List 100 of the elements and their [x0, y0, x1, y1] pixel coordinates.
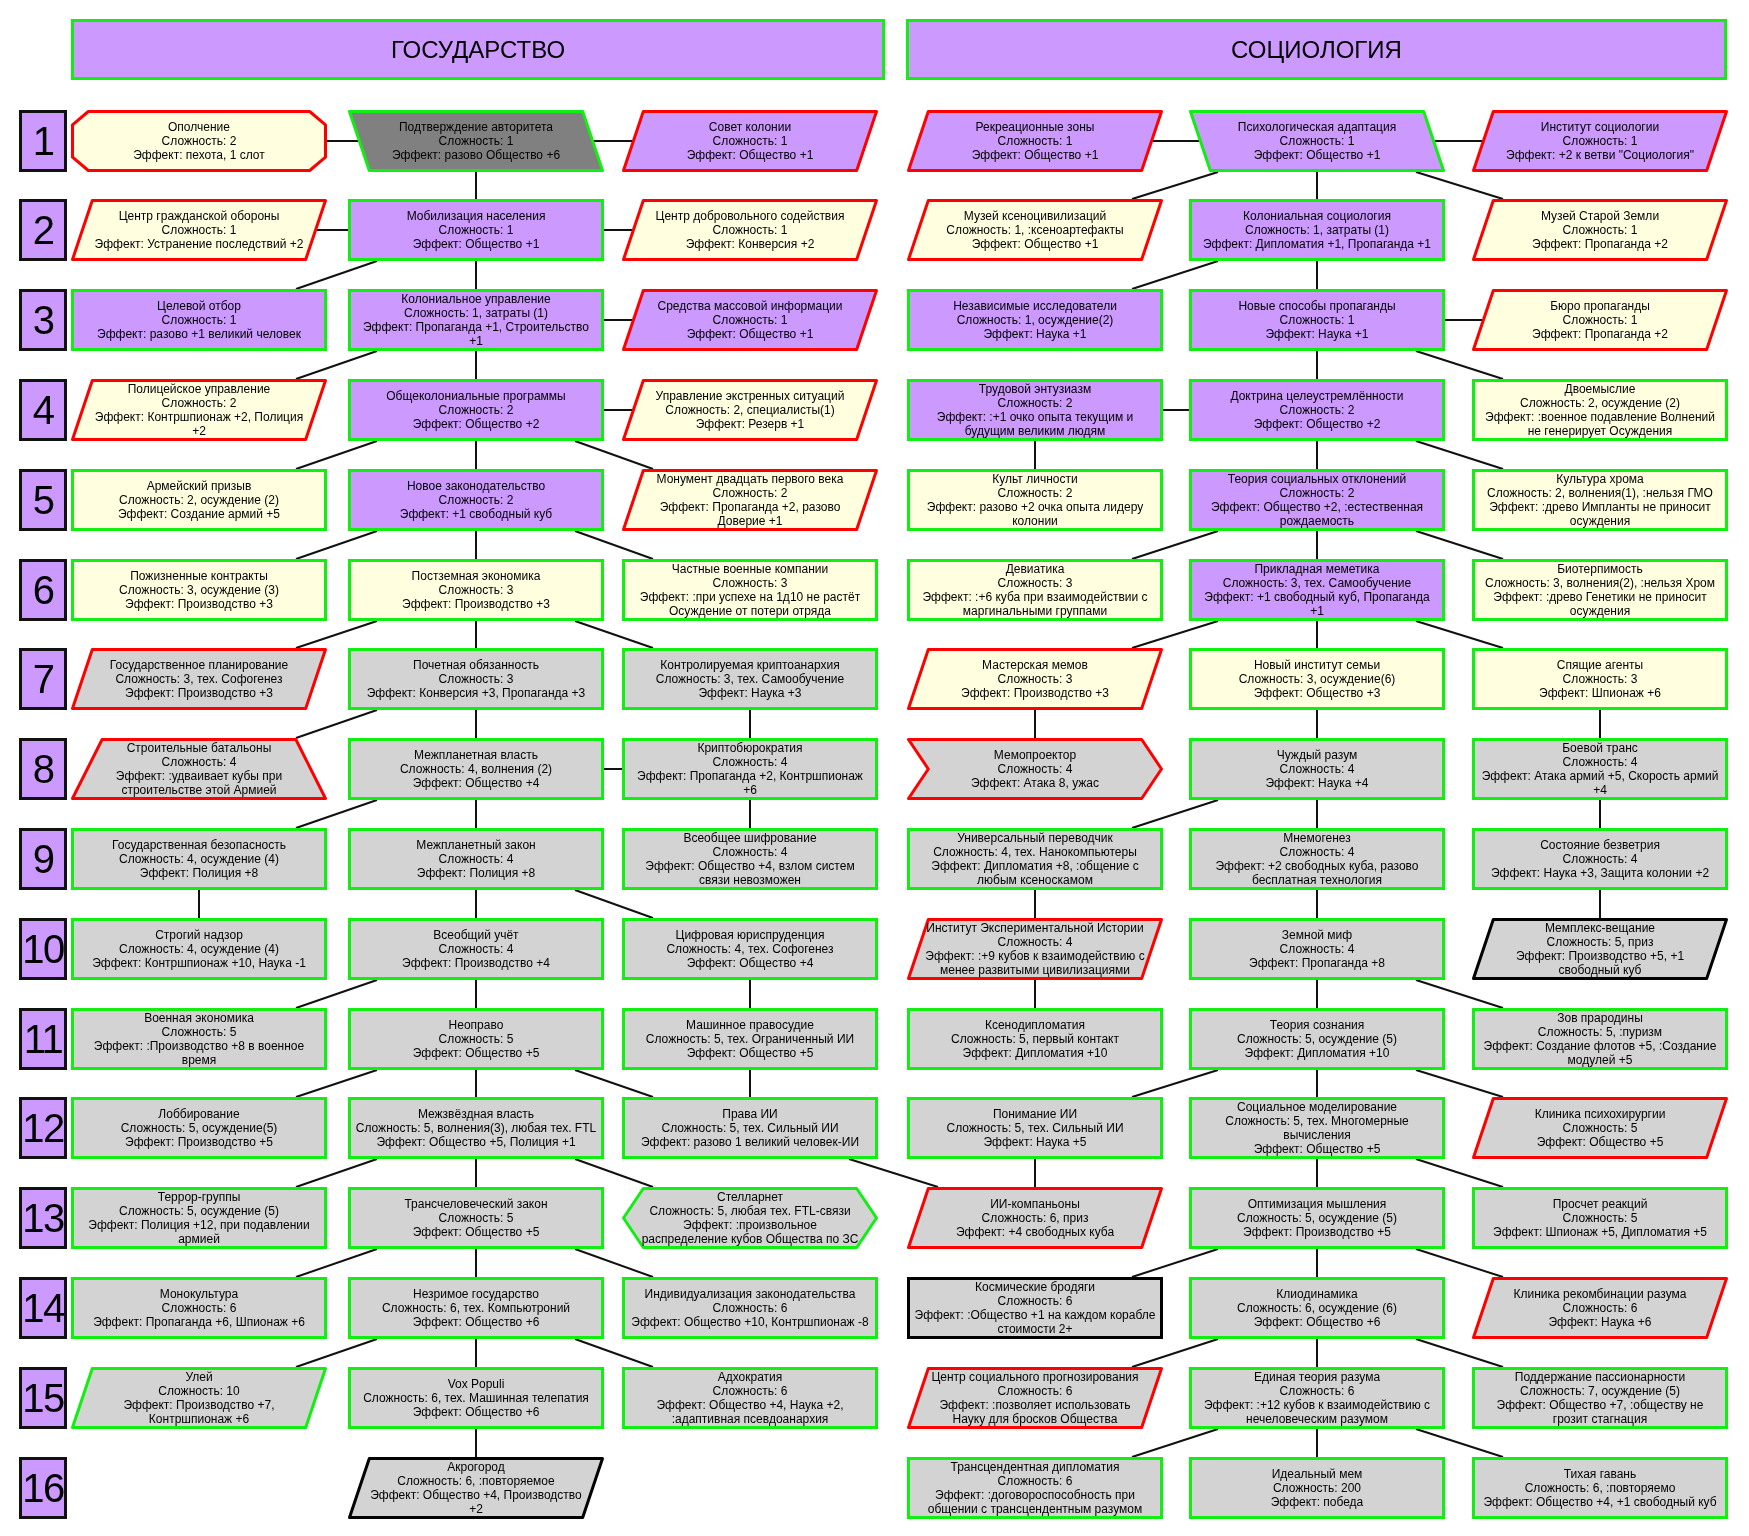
complexity-text: Сложность: 200 — [1272, 1481, 1362, 1495]
connector-line — [1316, 799, 1318, 829]
complexity-text: Сложность: 2 — [997, 396, 1073, 410]
tech-name: Монокультура — [159, 1287, 239, 1301]
effect-text: Эффект: :древо Импланты не приносит осуждения — [1488, 500, 1712, 528]
parallelogram-card — [622, 379, 878, 441]
complexity-text: Сложность: 6 — [1562, 1301, 1638, 1315]
complexity-text: Сложность: 5, волнения(3), любая тех. FTL — [355, 1121, 597, 1135]
tech-card — [1189, 918, 1445, 980]
parallelogram-card — [1189, 110, 1445, 172]
tech-name: Улей — [185, 1370, 213, 1384]
complexity-text: Сложность: 3, тех. Самообучение — [655, 672, 845, 686]
effect-text: Эффект: Дипломатия +1, Пропаганда +1 — [1203, 237, 1431, 251]
connector-line — [1316, 350, 1318, 380]
effect-text: Эффект: Полиция +12, при подавлении армией — [87, 1218, 311, 1246]
complexity-text: Сложность: 4 — [1562, 852, 1638, 866]
tech-name: Психологическая адаптация — [1237, 120, 1397, 134]
parallelogram-card — [71, 1367, 327, 1429]
complexity-text: Сложность: 3, тех. Софогенез — [115, 672, 283, 686]
tech-card — [348, 1187, 604, 1249]
connector-line — [1131, 1428, 1219, 1458]
tech-card — [907, 289, 1163, 351]
connector-line — [1162, 409, 1190, 411]
tech-card — [348, 289, 604, 351]
complexity-text: Сложность: 4 — [997, 762, 1073, 776]
connector-line — [1316, 260, 1318, 290]
effect-text: Эффект: Общество +5, Полиция +1 — [376, 1135, 576, 1149]
tech-card — [71, 1187, 327, 1249]
complexity-text: Сложность: 5, любая тех. FTL-связи — [649, 1204, 851, 1218]
connector-line — [198, 889, 200, 919]
tech-name: Клиника рекомбинации разума — [1513, 1287, 1687, 1301]
tech-name: Общеколониальные программы — [386, 389, 566, 403]
effect-text: Эффект: разово 1 великий человек-ИИ — [640, 1135, 860, 1149]
tech-name: Новый институт семьи — [1253, 658, 1381, 672]
tech-card — [622, 1277, 878, 1339]
row-marker — [19, 1008, 67, 1070]
connector-line — [603, 768, 623, 770]
connector-line — [1316, 530, 1318, 560]
parallelogram-card — [622, 110, 878, 172]
connector-line — [1131, 1338, 1219, 1368]
row-marker — [19, 1097, 67, 1159]
effect-text: Эффект: Наука +1 — [983, 327, 1087, 341]
tech-card — [348, 199, 604, 261]
complexity-text: Сложность: 2, волнения(1), :нельзя ГМО — [1487, 486, 1713, 500]
complexity-text: Сложность: 4, волнения (2) — [399, 762, 553, 776]
parallelogram-card — [1472, 1097, 1728, 1159]
tech-name: Состояние безветрия — [1540, 838, 1660, 852]
complexity-text: Сложность: 4, осуждение (4) — [119, 942, 279, 956]
effect-text: Эффект: :+12 кубов к взаимодействию с нечеловеческим разумом — [1202, 1398, 1431, 1426]
tech-name: Мастерская мемов — [982, 658, 1088, 672]
connector-line — [475, 260, 477, 290]
effect-text: Эффект: +1 свободный куб, Пропаганда +1 — [1203, 590, 1431, 618]
complexity-text: Сложность: 2, осуждение (2) — [1520, 396, 1680, 410]
tech-card — [1472, 559, 1728, 621]
connector-line — [1131, 1248, 1219, 1278]
tech-card — [1189, 469, 1445, 531]
complexity-text: Сложность: 4 — [161, 755, 237, 769]
connector-line — [1415, 171, 1504, 200]
parallelogram-card — [1472, 199, 1728, 261]
complexity-text: Сложность: 1 — [438, 223, 514, 237]
effect-text: Эффект: Резерв +1 — [695, 417, 805, 431]
connector-line — [1316, 889, 1318, 919]
effect-text: Эффект: Производство +7, Контршпионаж +6 — [122, 1398, 276, 1426]
tech-card — [1189, 1277, 1445, 1339]
tech-card — [1472, 828, 1728, 890]
connector-line — [1131, 260, 1219, 290]
tech-card — [1472, 738, 1728, 800]
complexity-text: Сложность: 3, тех. Самообучение — [1222, 576, 1412, 590]
complexity-text: Сложность: 2 — [161, 134, 237, 148]
tech-card — [1189, 289, 1445, 351]
tech-name: Трудовой энтузиазм — [978, 382, 1092, 396]
tech-name: Теория социальных отклонений — [1227, 472, 1407, 486]
tech-name: Армейский призыв — [146, 479, 252, 493]
connector-line — [475, 171, 477, 200]
connector-line — [848, 1158, 939, 1188]
tech-name: Средства массовой информации — [657, 299, 843, 313]
connector-line — [475, 1069, 477, 1098]
effect-text: Эффект: Наука +1 — [1265, 327, 1369, 341]
connector-line — [475, 1338, 477, 1368]
effect-text: Эффект: Устранение последствий +2 — [94, 237, 304, 251]
connector-line — [295, 440, 378, 470]
tech-name: Культ личности — [992, 472, 1078, 486]
effect-text: Эффект: :+9 кубов к взаимодействию с менее развитыми цивилизациями — [924, 949, 1146, 977]
complexity-text: Сложность: 7, осуждение (5) — [1520, 1384, 1680, 1398]
tech-name: Индивидуализация законодательства — [644, 1287, 856, 1301]
tech-name: Почетная обязанность — [413, 658, 539, 672]
complexity-text: Сложность: 1, затраты (1) — [403, 306, 548, 320]
tech-card — [348, 648, 604, 710]
tech-card — [907, 1277, 1163, 1339]
connector-line — [1131, 530, 1219, 560]
effect-text: Эффект: Производство +5 — [125, 1135, 273, 1149]
complexity-text: Сложность: 5, осуждение (5) — [1237, 1032, 1397, 1046]
parallelogram-card — [622, 469, 878, 531]
tech-name: Центр социального прогнозирования — [931, 1370, 1139, 1384]
complexity-text: Сложность: 5, тех. Сильный ИИ — [661, 1121, 839, 1135]
complexity-text: Сложность: 2 — [712, 486, 788, 500]
effect-text: Эффект: Производство +3 — [125, 686, 273, 700]
connector-line — [749, 979, 751, 1009]
effect-text: Эффект: :древо Генетики не приносит осуждения — [1492, 590, 1708, 618]
complexity-text: Сложность: 5, тех. Сильный ИИ — [946, 1121, 1124, 1135]
